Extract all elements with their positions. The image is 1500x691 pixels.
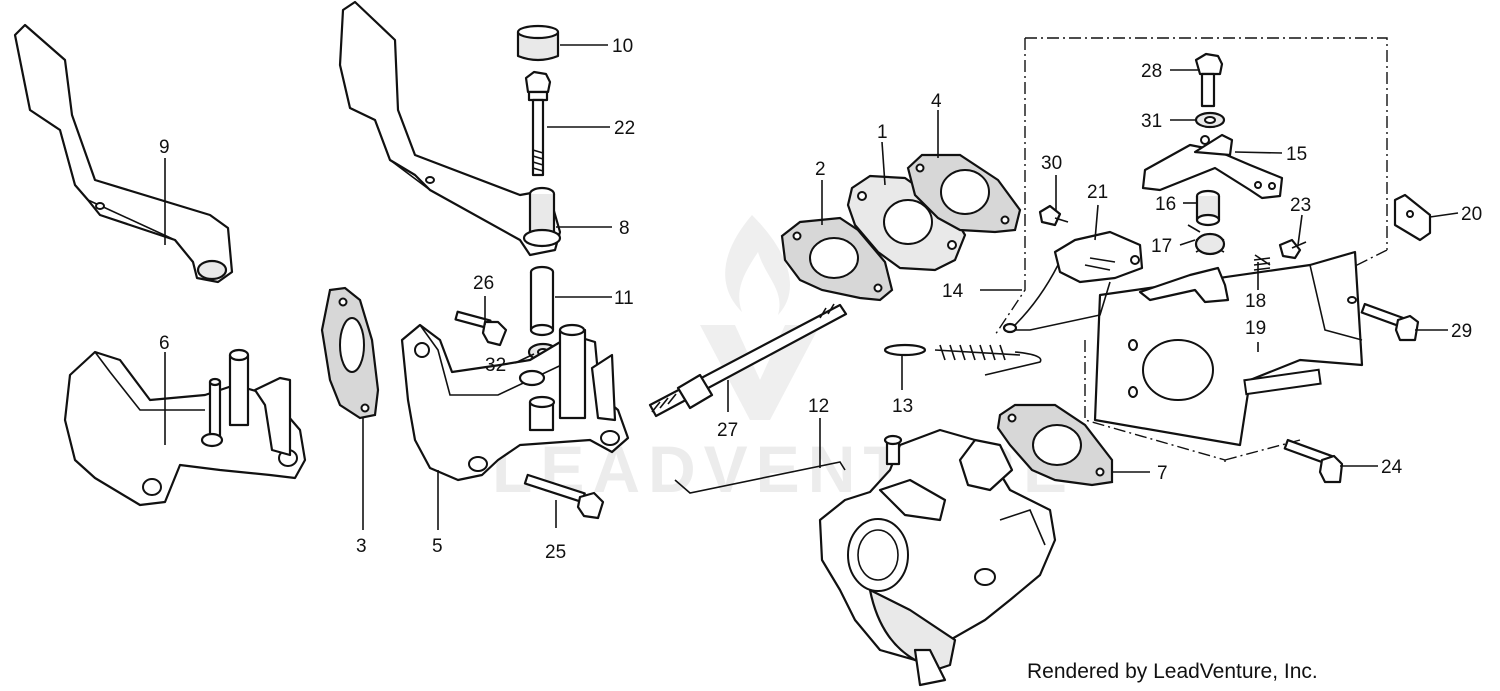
part-2-gasket: [780, 216, 894, 302]
part-4-gasket: [906, 153, 1022, 234]
callout-19: 19: [1245, 318, 1266, 339]
callout-31: 31: [1141, 111, 1162, 132]
part-3-gasket: [320, 286, 380, 420]
callout-20: 20: [1461, 204, 1482, 225]
leader-lines: [164, 44, 1459, 530]
part-8-collar: [522, 186, 562, 248]
credit-text: Rendered by LeadVenture, Inc.: [1027, 660, 1318, 683]
part-16-collar: [1195, 189, 1221, 227]
part-27-stud: [648, 303, 848, 418]
callout-labels: 1 2 3 4 5 6 7 8 9 10 11 12 13 14 15 16 1…: [159, 36, 1482, 563]
callout-13: 13: [892, 396, 913, 417]
part-20-clip: [1393, 193, 1432, 242]
callout-27: 27: [717, 420, 738, 441]
part-23-screw: [1278, 238, 1307, 260]
callout-3: 3: [356, 536, 367, 557]
part-22-bolt: [524, 70, 552, 177]
part-24-bolt: [1283, 438, 1344, 484]
callout-10: 10: [612, 36, 633, 57]
callout-23: 23: [1290, 195, 1311, 216]
part-11-sleeve: [529, 265, 555, 337]
callout-16: 16: [1155, 194, 1176, 215]
part-28-bolt: [1194, 52, 1224, 108]
callout-18: 18: [1245, 291, 1266, 312]
callout-14: 14: [942, 281, 964, 302]
callout-24: 24: [1381, 457, 1403, 478]
callout-32: 32: [485, 355, 506, 376]
callout-9: 9: [159, 137, 170, 158]
part-17-governor-spring: [1187, 224, 1226, 256]
callout-7: 7: [1157, 463, 1168, 484]
part-5-insulator: [400, 323, 630, 482]
part-31-washer: [1194, 111, 1226, 129]
callout-1: 1: [877, 122, 888, 143]
callout-15: 15: [1286, 144, 1307, 165]
part-25-bolt: [523, 473, 605, 520]
part-19-governor-bracket: [1093, 250, 1364, 447]
part-9-upper-bracket: [338, 0, 562, 257]
part-6-intake-pipe: [63, 348, 307, 507]
part-14-stop-plate: [1138, 266, 1230, 304]
part-21-stop-switch: [1002, 230, 1144, 334]
part-18-spring: [1253, 254, 1271, 271]
callout-26: 26: [473, 273, 494, 294]
callout-17: 17: [1151, 236, 1172, 257]
callout-2: 2: [815, 159, 826, 180]
part-30-screw: [1038, 204, 1069, 227]
carburetor-assembly: [818, 428, 1057, 687]
callout-12: 12: [808, 396, 829, 417]
callout-25: 25: [545, 542, 566, 563]
part-26-bolt: [454, 310, 508, 347]
part-10-cap: [516, 24, 560, 62]
callout-6: 6: [159, 333, 170, 354]
callout-21: 21: [1087, 182, 1108, 203]
callout-29: 29: [1451, 321, 1472, 342]
part-15-control-lever: [1141, 133, 1284, 200]
part-13-spring: [883, 343, 1042, 376]
part-29-bolt: [1360, 302, 1420, 342]
part-9-air-guide-plate: [13, 23, 234, 284]
part-12-throttle-rod: [674, 461, 846, 494]
callout-11: 11: [614, 288, 634, 309]
callout-8: 8: [619, 218, 630, 239]
part-7-gasket: [996, 403, 1114, 487]
callout-5: 5: [432, 536, 443, 557]
callout-22: 22: [614, 118, 635, 139]
callout-28: 28: [1141, 61, 1162, 82]
callout-4: 4: [931, 91, 942, 112]
part-1-carburetor-insulator: [846, 174, 967, 272]
callout-30: 30: [1041, 153, 1062, 174]
